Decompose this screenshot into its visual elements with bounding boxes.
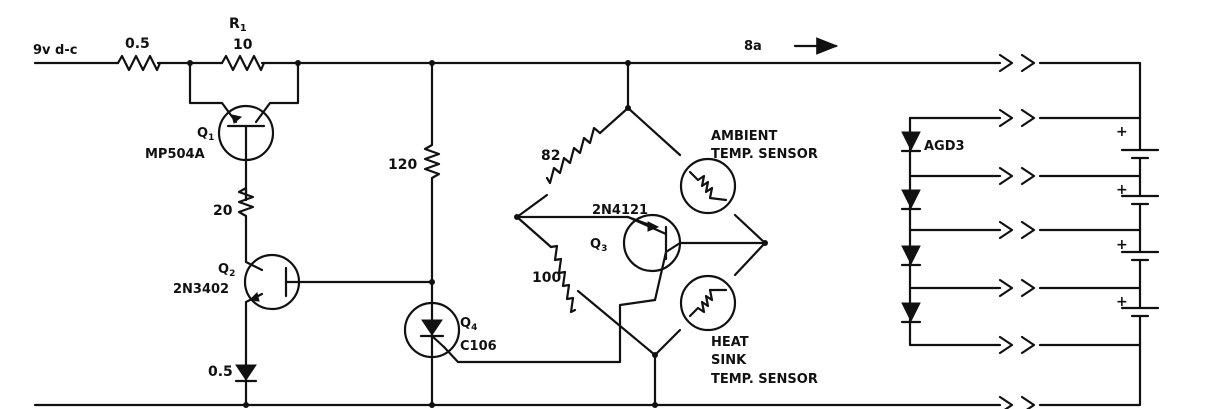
resistor-82-label: 82 bbox=[541, 148, 560, 164]
q3-label: Q3 bbox=[590, 237, 607, 254]
junction-dot bbox=[652, 402, 658, 408]
series-resistor bbox=[116, 54, 162, 72]
schematic-labels: 9v d-c 0.5 R1 10 Q1 MP504A 20 Q2 2N3402 … bbox=[33, 16, 1128, 387]
diode-05 bbox=[234, 353, 258, 407]
junction-dot bbox=[514, 214, 520, 220]
q4-label: Q4 bbox=[460, 316, 477, 333]
current-label: 8a bbox=[744, 39, 762, 54]
resistor-120-label: 120 bbox=[388, 157, 417, 173]
junction-dot bbox=[429, 402, 435, 408]
transistor-q2 bbox=[243, 238, 434, 357]
ambient-sensor-label-1: AMBIENT bbox=[711, 129, 778, 144]
battery-plus-3: + bbox=[1116, 237, 1128, 253]
junction-dot bbox=[652, 352, 658, 358]
transistor-q1 bbox=[188, 61, 300, 202]
heat-sink-label-3: TEMP. SENSOR bbox=[711, 372, 818, 387]
r1-label: R1 bbox=[229, 16, 247, 34]
series-resistor-label: 0.5 bbox=[125, 36, 150, 52]
heat-sink-label-2: SINK bbox=[711, 353, 747, 368]
q4-part-label: C106 bbox=[460, 339, 497, 354]
heat-sink-label-1: HEAT bbox=[711, 335, 749, 350]
battery-plus-2: + bbox=[1116, 182, 1128, 198]
supply-label: 9v d-c bbox=[33, 43, 77, 58]
q2-label: Q2 bbox=[218, 262, 235, 279]
resistor-r1 bbox=[220, 54, 266, 72]
junction-dot bbox=[243, 402, 249, 408]
scr-q4 bbox=[403, 280, 657, 407]
resistor-20 bbox=[237, 186, 255, 242]
q1-label: Q1 bbox=[197, 126, 214, 143]
junction-dot bbox=[762, 240, 768, 246]
junction-dot bbox=[625, 60, 631, 66]
battery-plus-4: + bbox=[1116, 294, 1128, 310]
ambient-sensor-label-2: TEMP. SENSOR bbox=[711, 147, 818, 162]
diode-part-label: AGD3 bbox=[924, 139, 965, 154]
junction-dot bbox=[429, 60, 435, 66]
heat-sink-temp-sensor bbox=[679, 274, 737, 332]
battery-diode-stack bbox=[900, 108, 1160, 355]
bottom-rail bbox=[33, 316, 1142, 409]
resistor-20-label: 20 bbox=[213, 203, 233, 219]
r1-value-label: 10 bbox=[233, 37, 253, 53]
junction-dot bbox=[625, 105, 631, 111]
ambient-temp-sensor bbox=[679, 157, 737, 215]
battery-plus-1: + bbox=[1116, 124, 1128, 140]
resistor-100-label: 100 bbox=[532, 270, 561, 286]
diode-05-label: 0.5 bbox=[208, 364, 233, 380]
transistor-q3 bbox=[622, 213, 682, 302]
q3-part-label: 2N4121 bbox=[592, 203, 648, 218]
resistor-120 bbox=[423, 61, 441, 284]
q1-part-label: MP504A bbox=[145, 147, 205, 162]
q2-part-label: 2N3402 bbox=[173, 282, 229, 297]
